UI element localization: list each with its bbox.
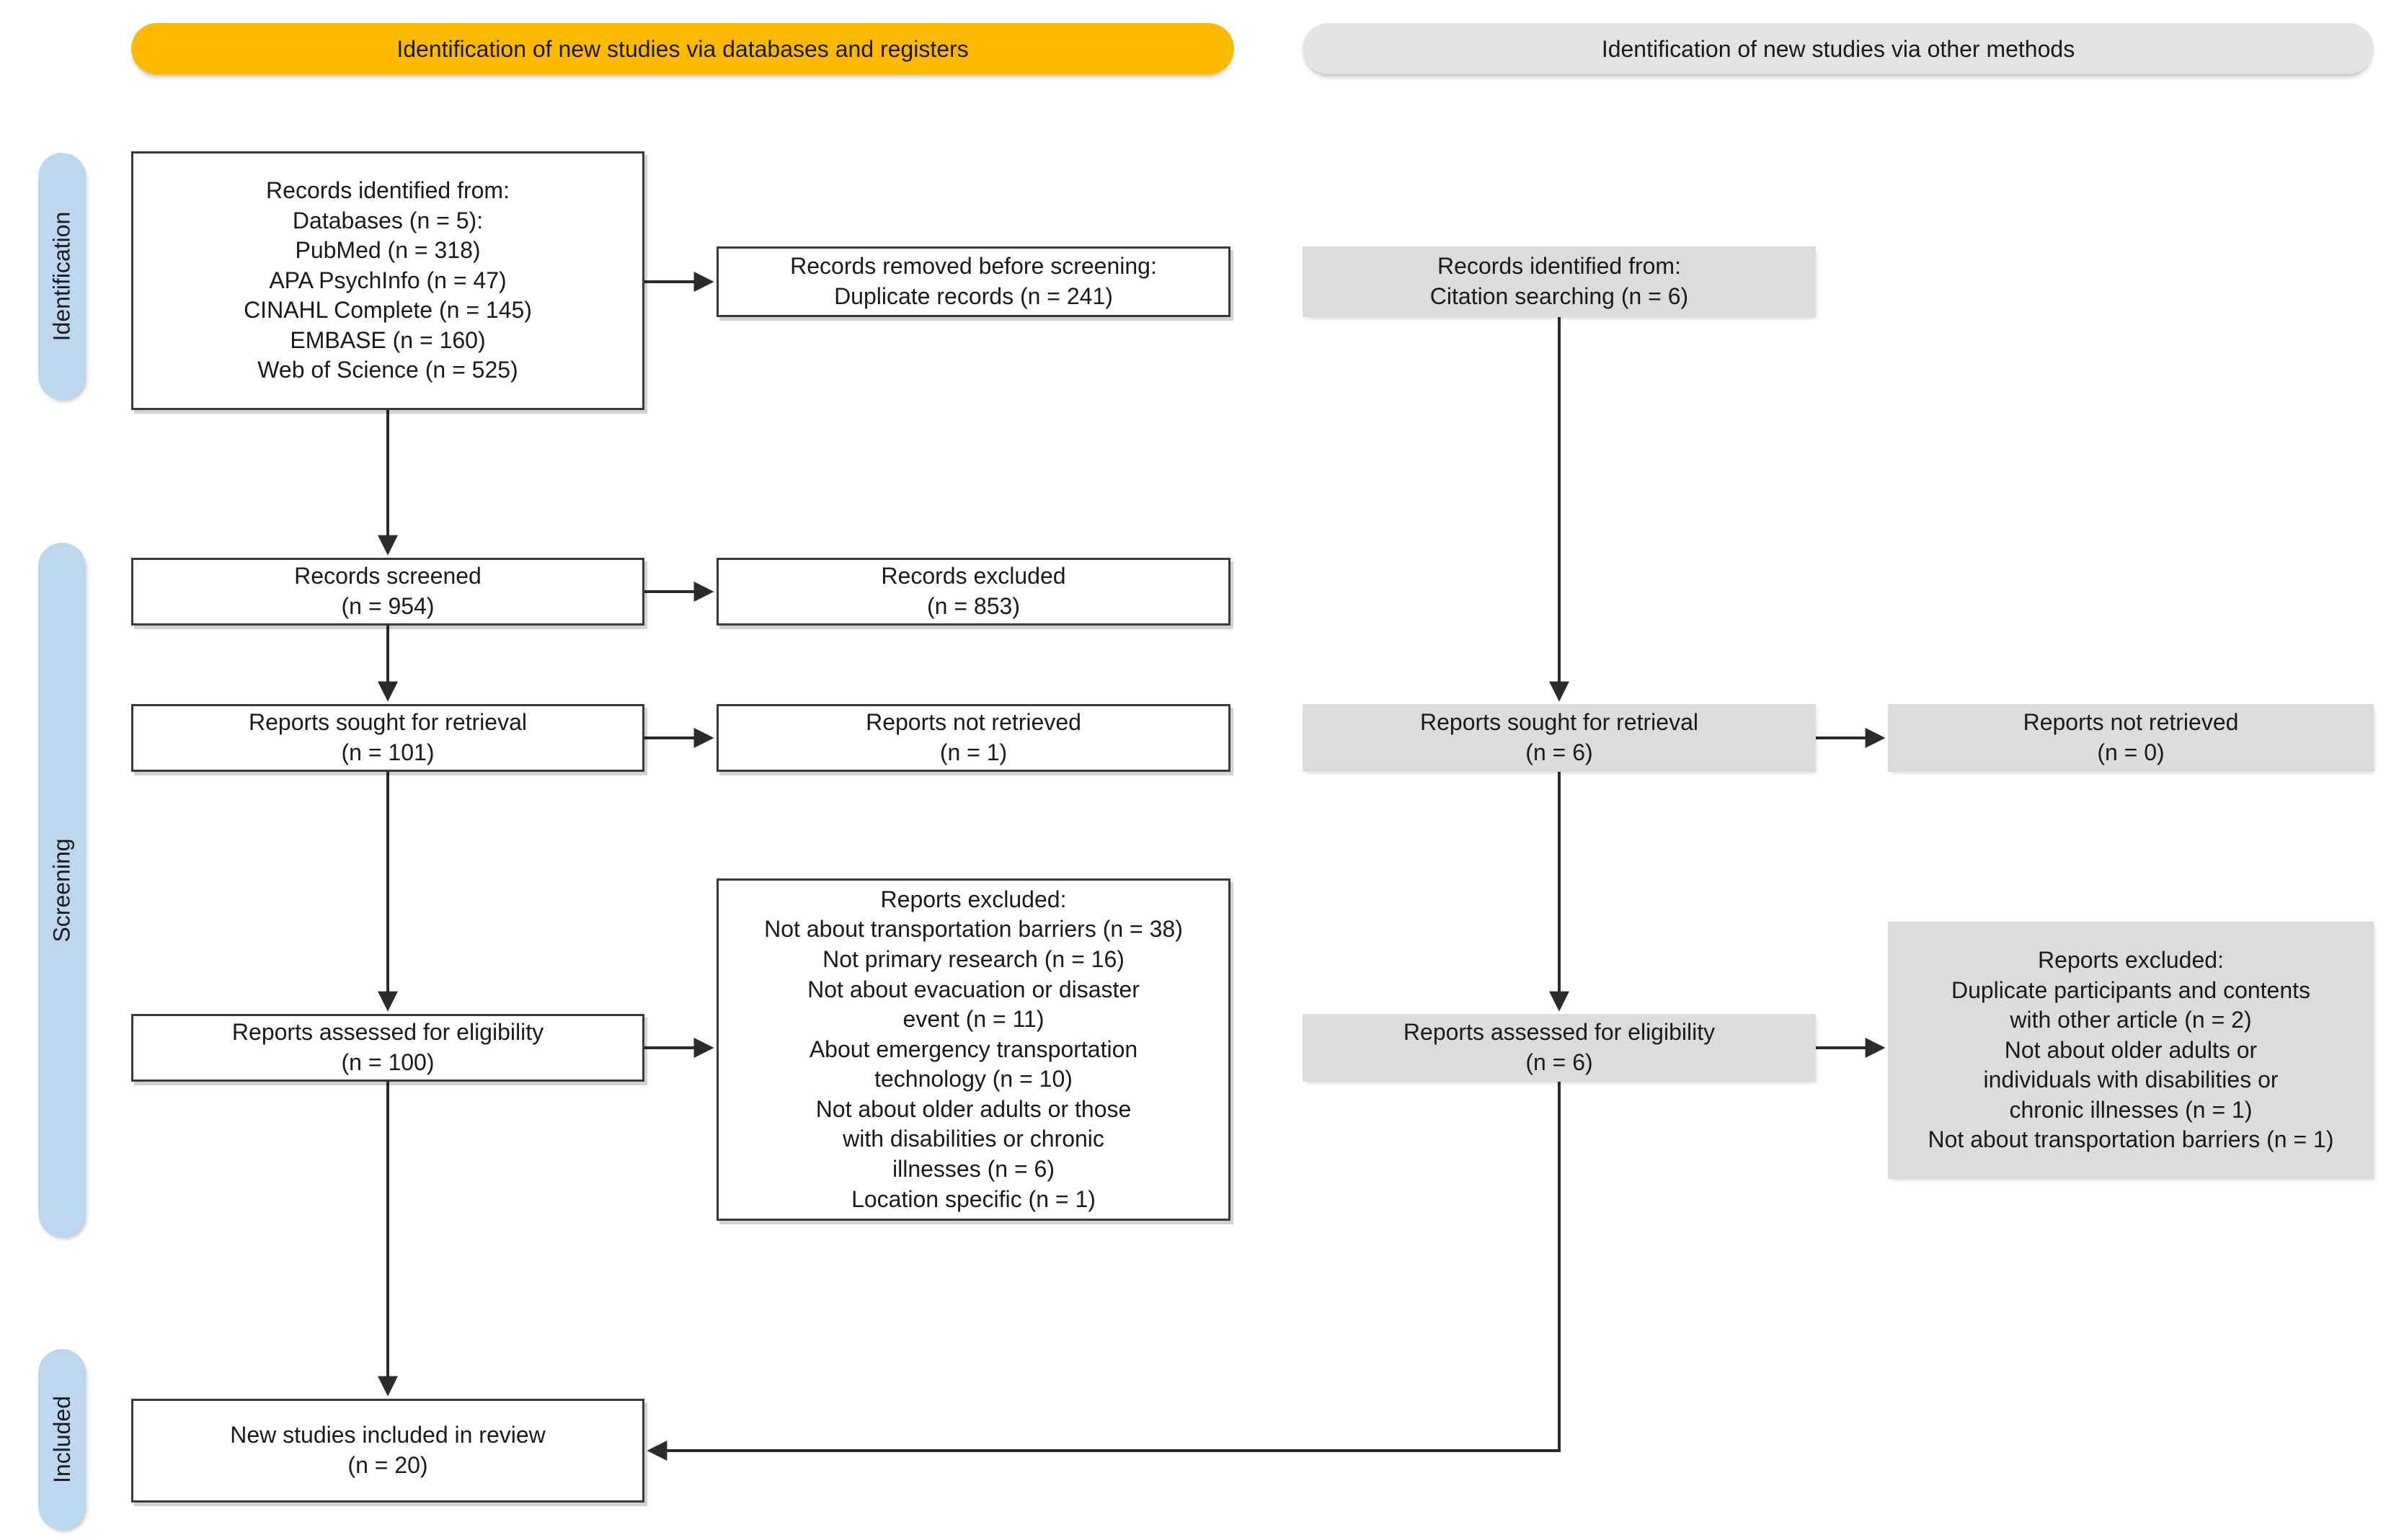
- stage-identification-label: Identification: [48, 211, 75, 342]
- reports-excluded-left-box: Reports excluded: Not about transportati…: [717, 878, 1230, 1221]
- reports-sought-left-box: Reports sought for retrieval (n = 101): [131, 704, 644, 772]
- citation-identified-box: Records identified from: Citation search…: [1303, 246, 1816, 317]
- stage-included-label: Included: [48, 1396, 75, 1483]
- stage-included: Included: [38, 1349, 86, 1530]
- arrow-assessed-right-to-included: [647, 1082, 1561, 1461]
- banner-other-methods: Identification of new studies via other …: [1303, 23, 2374, 74]
- stage-screening-label: Screening: [48, 837, 75, 943]
- stage-identification: Identification: [38, 153, 86, 400]
- banner-databases-registers: Identification of new studies via databa…: [131, 23, 1234, 74]
- records-excluded-box: Records excluded (n = 853): [717, 558, 1230, 626]
- reports-not-retrieved-right-box: Reports not retrieved (n = 0): [1888, 704, 2374, 772]
- records-identified-box: Records identified from: Databases (n = …: [131, 151, 644, 410]
- reports-assessed-left-box: Reports assessed for eligibility (n = 10…: [131, 1014, 644, 1082]
- reports-sought-right-box: Reports sought for retrieval (n = 6): [1303, 704, 1816, 772]
- records-removed-box: Records removed before screening: Duplic…: [717, 246, 1230, 317]
- records-screened-box: Records screened (n = 954): [131, 558, 644, 626]
- reports-not-retrieved-left-box: Reports not retrieved (n = 1): [717, 704, 1230, 772]
- reports-excluded-right-box: Reports excluded: Duplicate participants…: [1888, 922, 2374, 1179]
- stage-screening: Screening: [38, 543, 86, 1237]
- new-studies-included-box: New studies included in review (n = 20): [131, 1399, 644, 1503]
- reports-assessed-right-box: Reports assessed for eligibility (n = 6): [1303, 1014, 1816, 1082]
